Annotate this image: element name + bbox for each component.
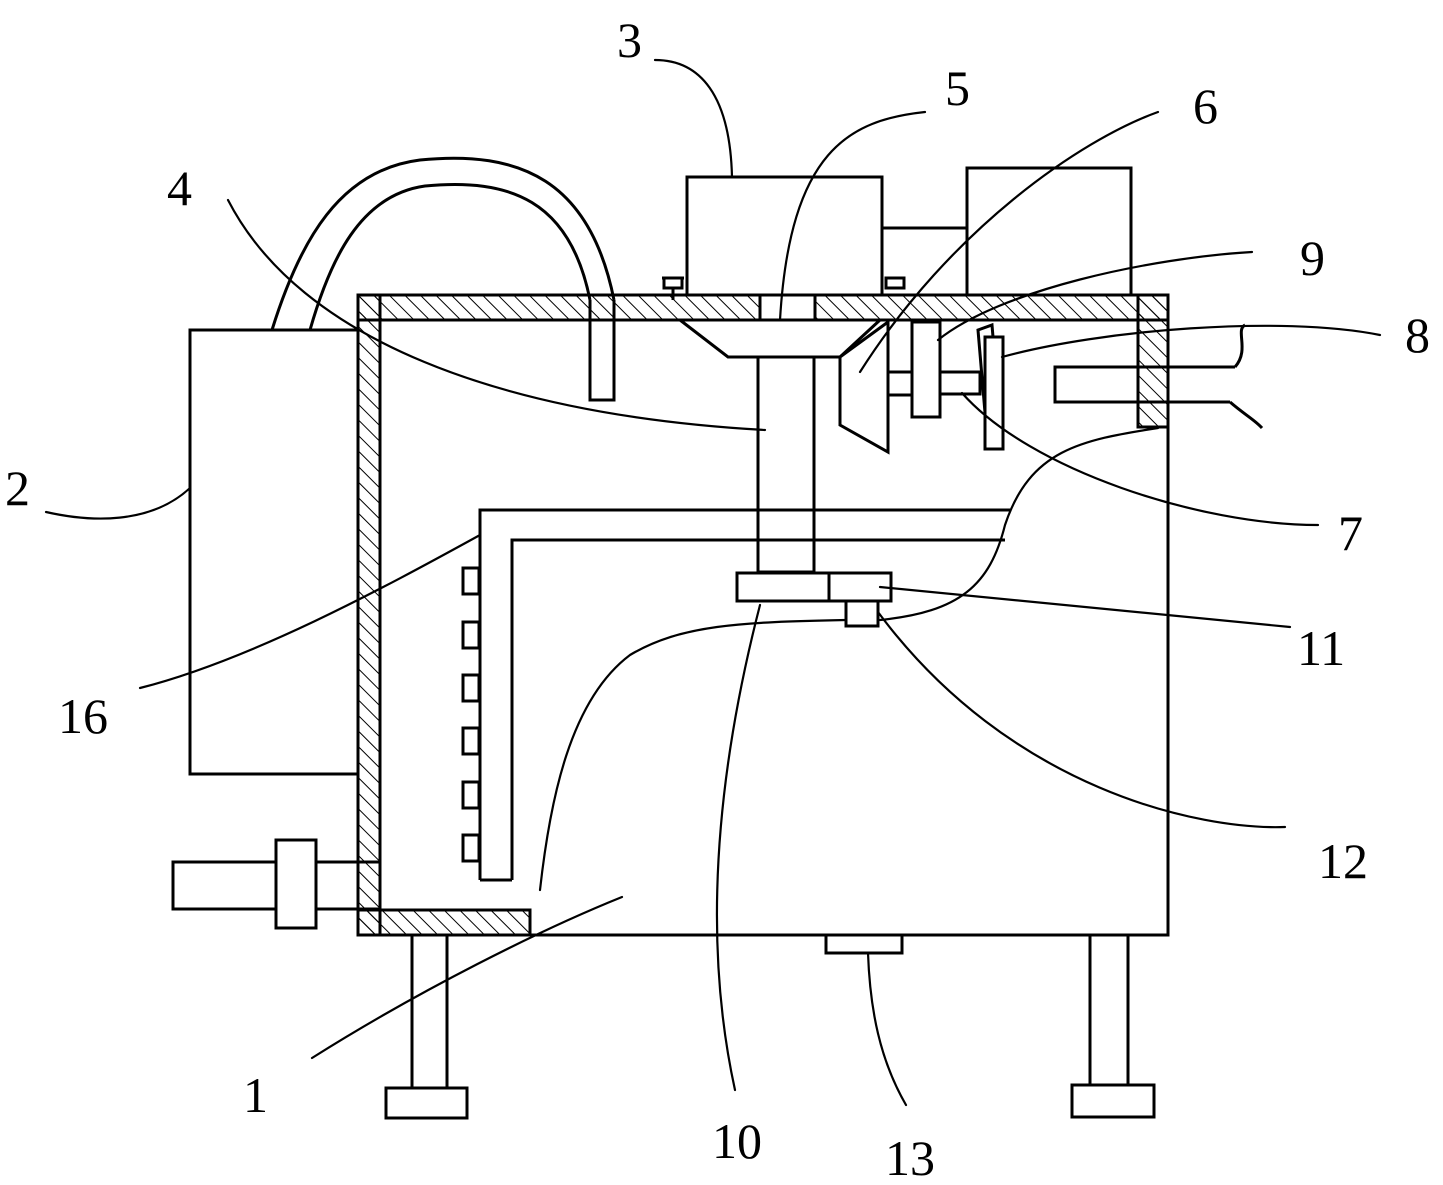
inlet-pipe: [171, 838, 382, 930]
label-7: 7: [1338, 505, 1363, 561]
spray-pipe: [461, 508, 1010, 882]
label-11: 11: [1297, 620, 1345, 676]
hub-assembly: [735, 571, 893, 628]
fan-assembly: [838, 319, 1264, 455]
drain-outlet: [824, 933, 904, 955]
reference-numerals: 1 2 3 4 5 6 7 8 9 10 11 12 13 16: [5, 12, 1430, 1185]
label-12: 12: [1318, 833, 1368, 889]
hose: [270, 156, 616, 402]
label-13: 13: [885, 1130, 935, 1185]
label-6: 6: [1193, 78, 1218, 134]
label-2: 2: [5, 460, 30, 516]
shaft: [756, 355, 816, 574]
label-8: 8: [1405, 307, 1430, 363]
label-16: 16: [58, 688, 108, 744]
label-1: 1: [243, 1067, 268, 1123]
side-box: [188, 328, 360, 776]
label-9: 9: [1300, 230, 1325, 286]
label-3: 3: [617, 12, 642, 68]
legs: [384, 935, 1156, 1120]
label-5: 5: [945, 60, 970, 116]
label-10: 10: [712, 1113, 762, 1169]
leader-lines: [44, 58, 1382, 1107]
motor: [662, 166, 1133, 300]
label-4: 4: [167, 160, 192, 216]
